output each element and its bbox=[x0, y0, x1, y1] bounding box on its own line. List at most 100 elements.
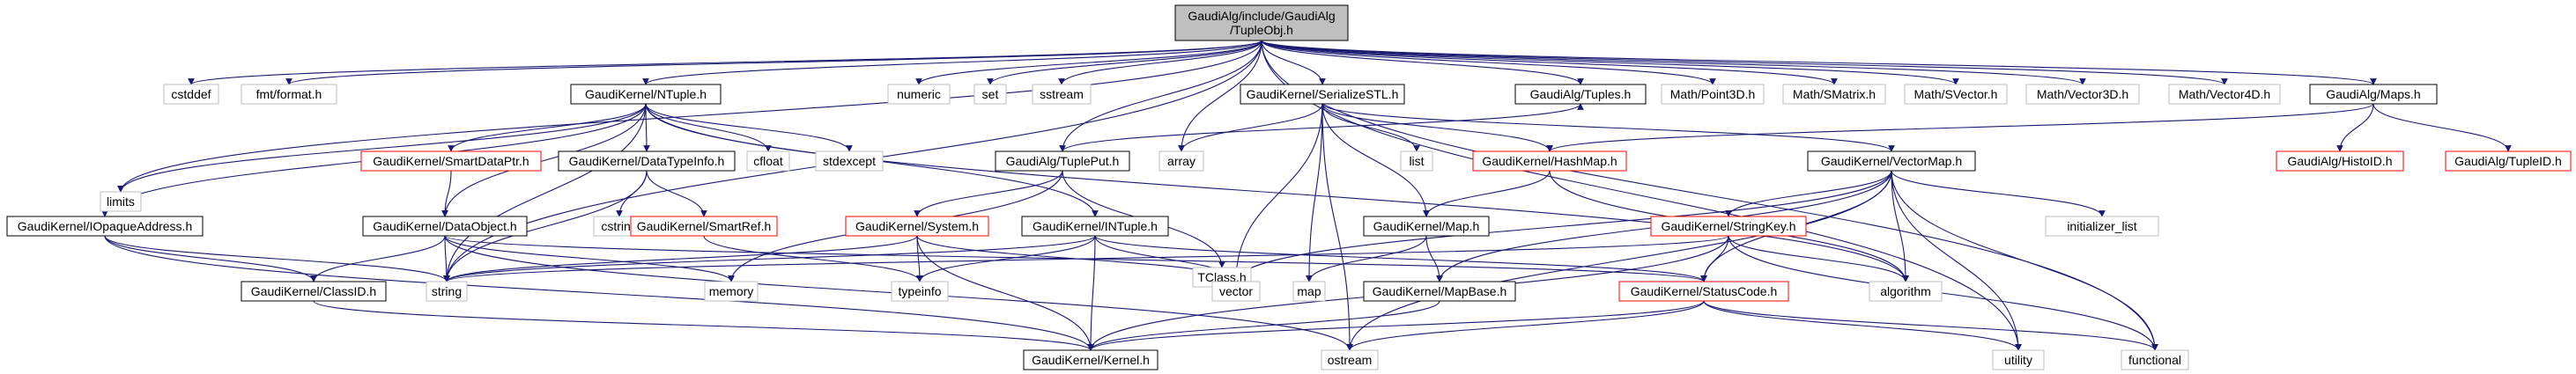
node-serialize[interactable]: GaudiKernel/SerializeSTL.h bbox=[1240, 84, 1405, 105]
node-statuscode-label: GaudiKernel/StatusCode.h bbox=[1631, 284, 1778, 298]
node-functional[interactable]: functional bbox=[2121, 349, 2189, 370]
node-stdexcept[interactable]: stdexcept bbox=[815, 150, 884, 172]
node-cfloat[interactable]: cfloat bbox=[746, 150, 790, 172]
node-serialize-box bbox=[1240, 84, 1405, 105]
node-numeric[interactable]: numeric bbox=[887, 84, 951, 105]
edge-serialize-to-hashmap bbox=[1321, 103, 1553, 152]
node-histoid[interactable]: GaudiAlg/HistoID.h bbox=[2276, 150, 2404, 172]
node-fmt[interactable]: fmt/format.h bbox=[241, 84, 337, 105]
node-string[interactable]: string bbox=[426, 281, 468, 302]
edge-system-to-string bbox=[443, 235, 918, 282]
node-memory-box bbox=[704, 281, 759, 302]
edge-vectormap-to-utility bbox=[1891, 170, 2022, 351]
node-ostream-box bbox=[1321, 349, 1379, 370]
edge-hashmap-to-map_h bbox=[1423, 170, 1551, 217]
edge-ntuple_h-to-smartdataptr bbox=[448, 103, 647, 152]
node-limits[interactable]: limits bbox=[100, 191, 142, 212]
node-tupleput-label: GaudiAlg/TuplePut.h bbox=[1006, 154, 1120, 168]
edge-iopaque-to-string bbox=[104, 235, 450, 282]
edge-ntuple_h-to-dataobject bbox=[441, 103, 647, 217]
node-hashmap[interactable]: GaudiKernel/HashMap.h bbox=[1472, 150, 1627, 172]
edge-root-to-svector bbox=[1261, 40, 1959, 85]
edge-intuple-to-typeinfo bbox=[916, 235, 1096, 282]
edge-root-to-vector4d bbox=[1261, 40, 2228, 85]
node-initlist-box bbox=[2045, 216, 2159, 237]
node-maps-label: GaudiAlg/Maps.h bbox=[2326, 87, 2420, 101]
node-mapbase-label: GaudiKernel/MapBase.h bbox=[1373, 284, 1507, 298]
node-memory[interactable]: memory bbox=[704, 281, 759, 302]
node-stdexcept-label: stdexcept bbox=[823, 154, 876, 168]
node-limits-label: limits bbox=[107, 194, 135, 209]
node-histoid-label: GaudiAlg/HistoID.h bbox=[2287, 154, 2392, 168]
edge-stringkey-to-algorithm bbox=[1728, 235, 1909, 282]
edge-ntuple_h-to-datatypeinfo bbox=[643, 103, 650, 152]
node-kernel-label: GaudiKernel/Kernel.h bbox=[1032, 353, 1150, 367]
node-tupleid[interactable]: GaudiAlg/TupleID.h bbox=[2445, 150, 2572, 172]
node-ostream[interactable]: ostream bbox=[1321, 349, 1379, 370]
node-map_h[interactable]: GaudiKernel/Map.h bbox=[1363, 216, 1490, 237]
node-numeric-box bbox=[887, 84, 951, 105]
node-typeinfo[interactable]: typeinfo bbox=[891, 281, 949, 302]
node-tuples-box bbox=[1514, 84, 1647, 105]
node-ntuple_h-box bbox=[570, 84, 722, 105]
node-array[interactable]: array bbox=[1158, 150, 1204, 172]
node-classid[interactable]: GaudiKernel/ClassID.h bbox=[241, 281, 387, 302]
node-svector[interactable]: Math/SVector.h bbox=[1904, 84, 2008, 105]
edge-serialize-to-list bbox=[1321, 103, 1420, 152]
node-ntuple_h[interactable]: GaudiKernel/NTuple.h bbox=[570, 84, 722, 105]
node-memory-label: memory bbox=[709, 284, 754, 298]
node-set[interactable]: set bbox=[973, 84, 1007, 105]
node-dataobject[interactable]: GaudiKernel/DataObject.h bbox=[362, 216, 528, 237]
node-point3d[interactable]: Math/Point3D.h bbox=[1661, 84, 1765, 105]
edge-maps-to-histoid bbox=[2336, 103, 2374, 152]
node-system[interactable]: GaudiKernel/System.h bbox=[845, 216, 989, 237]
node-classid-label: GaudiKernel/ClassID.h bbox=[251, 284, 376, 298]
node-root[interactable]: GaudiAlg/include/GaudiAlg/TupleObj.h bbox=[1174, 4, 1349, 41]
node-mapbase[interactable]: GaudiKernel/MapBase.h bbox=[1363, 281, 1516, 302]
node-vector3d[interactable]: Math/Vector3D.h bbox=[2025, 84, 2140, 105]
edge-smartdataptr-to-dataobject bbox=[441, 170, 452, 217]
node-iopaque[interactable]: GaudiKernel/IOpaqueAddress.h bbox=[6, 216, 204, 237]
edge-datatypeinfo-to-smartref bbox=[646, 170, 707, 217]
edge-root-to-ntuple_h bbox=[642, 40, 1262, 85]
node-maps-box bbox=[2309, 84, 2438, 105]
edge-root-to-smatrix bbox=[1261, 40, 1838, 85]
node-smartref[interactable]: GaudiKernel/SmartRef.h bbox=[630, 216, 778, 237]
node-smatrix[interactable]: Math/SMatrix.h bbox=[1782, 84, 1886, 105]
node-statuscode[interactable]: GaudiKernel/StatusCode.h bbox=[1618, 281, 1789, 302]
node-classid-box bbox=[241, 281, 387, 302]
node-utility[interactable]: utility bbox=[1992, 349, 2045, 370]
edge-intuple-to-kernel bbox=[1087, 235, 1096, 351]
node-intuple[interactable]: GaudiKernel/INTuple.h bbox=[1021, 216, 1169, 237]
edge-ntuple_h-to-limits bbox=[117, 103, 647, 193]
node-stringkey[interactable]: GaudiKernel/StringKey.h bbox=[1650, 216, 1807, 237]
node-maps[interactable]: GaudiAlg/Maps.h bbox=[2309, 84, 2438, 105]
node-cstddef[interactable]: cstddef bbox=[163, 84, 219, 105]
node-vectormap[interactable]: GaudiKernel/VectorMap.h bbox=[1807, 150, 1976, 172]
edge-classid-to-kernel bbox=[313, 300, 1094, 351]
node-vector[interactable]: vector bbox=[1211, 281, 1261, 302]
node-tupleput[interactable]: GaudiAlg/TuplePut.h bbox=[995, 150, 1130, 172]
edge-serialize-to-vectormap bbox=[1321, 103, 1895, 152]
node-cstddef-label: cstddef bbox=[171, 87, 211, 101]
edge-statuscode-to-functional bbox=[1703, 300, 2158, 351]
node-kernel[interactable]: GaudiKernel/Kernel.h bbox=[1023, 349, 1158, 370]
node-sstream[interactable]: sstream bbox=[1032, 84, 1092, 105]
node-cstddef-box bbox=[163, 84, 219, 105]
edge-root-to-point3d bbox=[1261, 40, 1716, 85]
node-datatypeinfo[interactable]: GaudiKernel/DataTypeInfo.h bbox=[558, 150, 736, 172]
node-stringkey-box bbox=[1650, 216, 1807, 237]
node-smartdataptr-label: GaudiKernel/SmartDataPtr.h bbox=[373, 154, 529, 168]
node-vector4d[interactable]: Math/Vector4D.h bbox=[2168, 84, 2281, 105]
node-map[interactable]: map bbox=[1292, 281, 1326, 302]
node-algorithm[interactable]: algorithm bbox=[1869, 281, 1943, 302]
node-vectormap-label: GaudiKernel/VectorMap.h bbox=[1821, 154, 1962, 168]
node-tuples[interactable]: GaudiAlg/Tuples.h bbox=[1514, 84, 1647, 105]
node-intuple-box bbox=[1021, 216, 1169, 237]
node-list[interactable]: list bbox=[1400, 150, 1433, 172]
node-functional-label: functional bbox=[2128, 353, 2181, 367]
node-stringkey-label: GaudiKernel/StringKey.h bbox=[1661, 219, 1795, 233]
node-smartdataptr[interactable]: GaudiKernel/SmartDataPtr.h bbox=[360, 150, 542, 172]
node-initlist[interactable]: initializer_list bbox=[2045, 216, 2159, 237]
